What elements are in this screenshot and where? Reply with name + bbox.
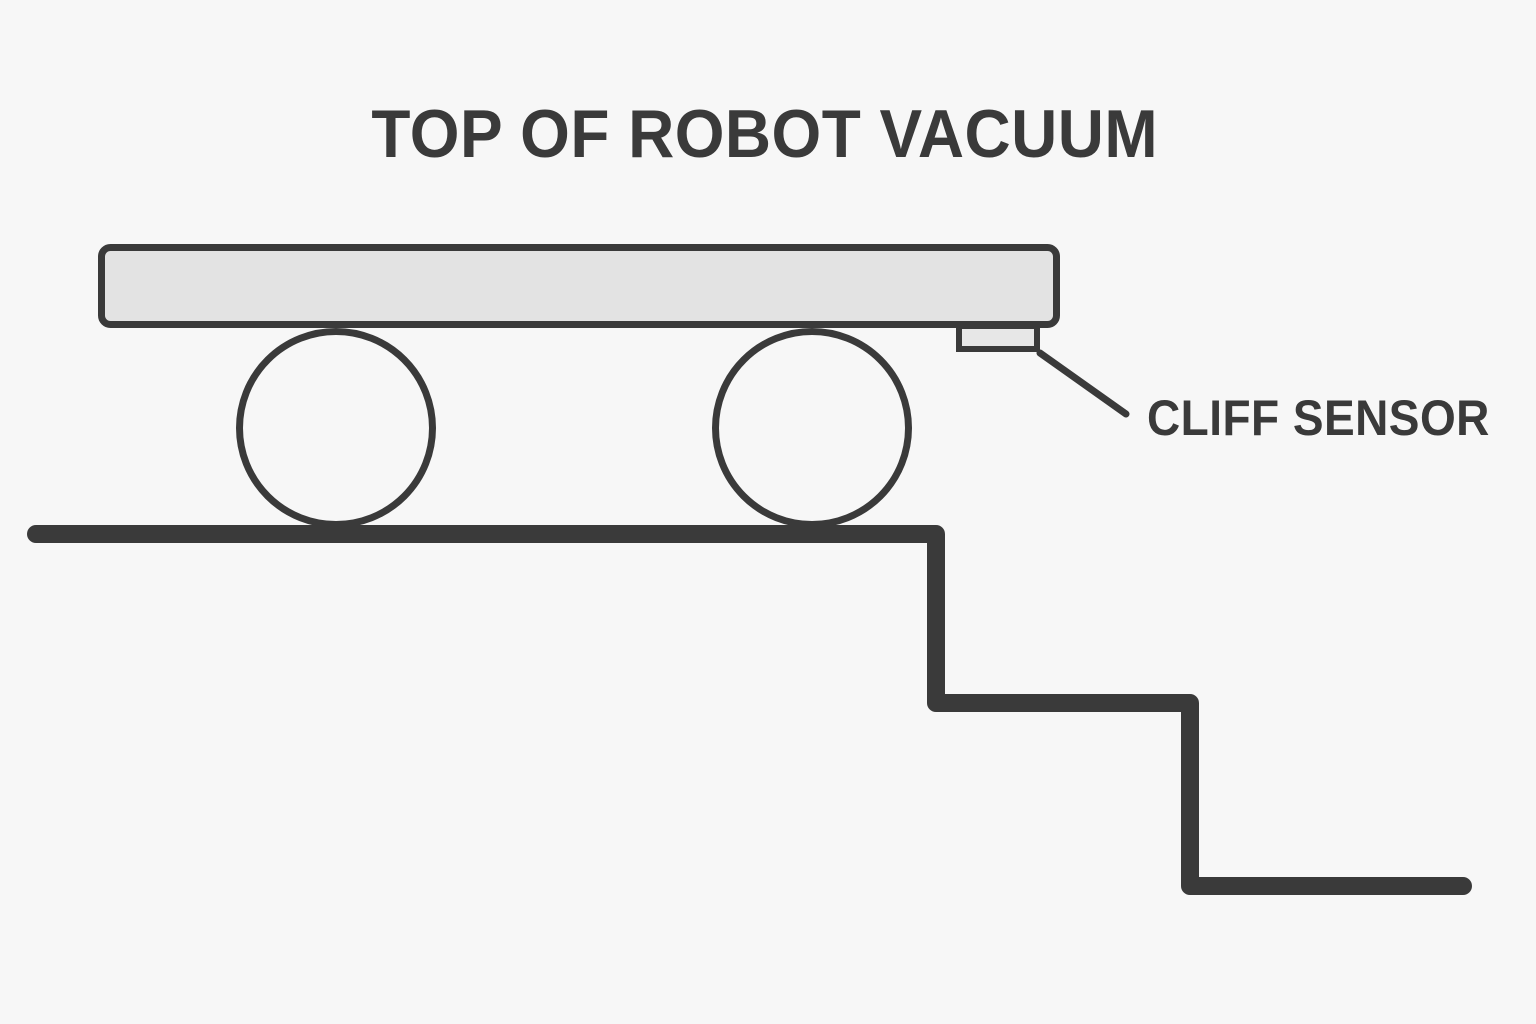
- cliff-sensor-pointer-line: [1036, 349, 1130, 418]
- cliff-sensor: [956, 323, 1040, 352]
- right-wheel: [712, 328, 912, 528]
- robot-body: [98, 244, 1060, 328]
- diagram-title: TOP OF ROBOT VACUUM: [371, 96, 1159, 172]
- cliff-sensor-label: CLIFF SENSOR: [1147, 390, 1490, 446]
- left-wheel: [236, 328, 436, 528]
- floor-and-stairs: [27, 525, 1472, 895]
